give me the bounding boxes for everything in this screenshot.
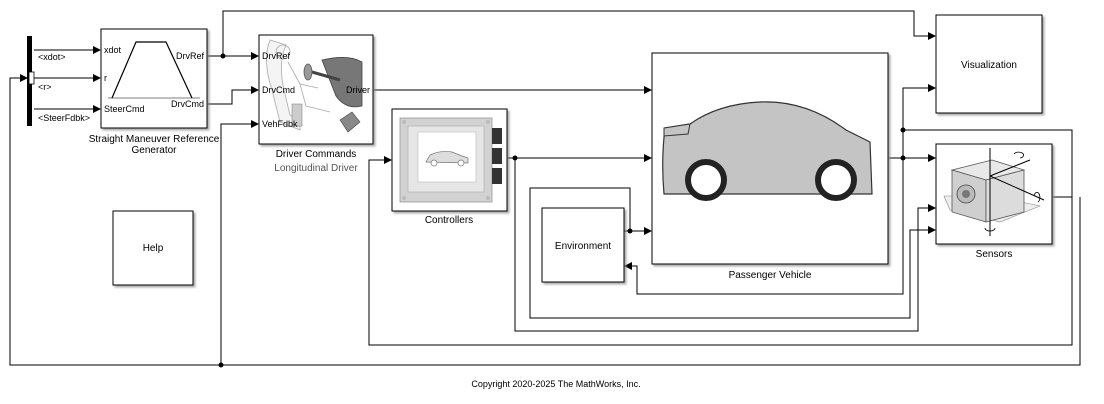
vehicle-title: Passenger Vehicle (729, 270, 812, 281)
sensors-title: Sensors (976, 249, 1013, 260)
driver-in-drvref: DrvRef (262, 51, 291, 61)
help-label: Help (143, 243, 164, 254)
copyright-text: Copyright 2020-2025 The MathWorks, Inc. (471, 379, 640, 389)
line-controllers-to-sensors[interactable] (514, 158, 936, 332)
line-bus-feedback[interactable] (9, 74, 1081, 366)
car-icon (662, 101, 873, 201)
driver-out: Driver (346, 85, 370, 95)
signal-lines (9, 10, 1081, 366)
bus-signal-steerfdbk: <SteerFdbk> (38, 113, 90, 123)
junction-dot (512, 155, 518, 161)
junction-dot (220, 53, 226, 59)
sensor-cube-icon (943, 148, 1045, 236)
line-sensors-to-controllers[interactable] (368, 156, 1073, 346)
junction-dot (900, 127, 906, 133)
junction-dots (218, 53, 906, 368)
driver-subtitle: Longitudinal Driver (274, 163, 358, 174)
visualization-label: Visualization (961, 60, 1017, 71)
driver-in-drvcmd: DrvCmd (262, 85, 295, 95)
driver-block[interactable] (258, 34, 374, 145)
driver-in-vehfdbk: VehFdbk (262, 119, 298, 129)
line-drvcmd[interactable] (208, 86, 259, 105)
ref-out-drvref: DrvRef (176, 51, 205, 61)
bus-selector[interactable] (27, 36, 35, 126)
line-vehicle-to-environment[interactable] (624, 158, 904, 295)
controllers-block[interactable] (391, 108, 508, 212)
junction-dot (900, 155, 906, 161)
reference-generator-block[interactable] (100, 28, 208, 129)
line-vehicle-to-visualization[interactable] (889, 84, 936, 159)
line-drvref-to-visualization[interactable] (222, 10, 936, 56)
ref-title-line1: Straight Maneuver Reference (89, 134, 220, 145)
sensors-block[interactable] (935, 143, 1053, 245)
ref-in-xdot: xdot (104, 45, 122, 55)
help-block[interactable] (112, 210, 194, 286)
environment-block[interactable] (541, 207, 625, 283)
controllers-title: Controllers (425, 215, 473, 226)
driver-title: Driver Commands (276, 149, 357, 160)
environment-label: Environment (555, 241, 611, 252)
line-env-to-sensors[interactable] (529, 187, 936, 319)
driver-seat-icon (266, 39, 363, 133)
ref-title-line2: Generator (131, 145, 177, 156)
ref-in-r: r (104, 73, 107, 83)
visualization-block[interactable] (935, 14, 1043, 114)
bus-signal-r: <r> (38, 82, 52, 92)
ref-in-steercmd: SteerCmd (104, 104, 145, 114)
junction-dot (627, 228, 633, 234)
line-vehfdbk[interactable] (220, 120, 259, 365)
ref-out-drvcmd: DrvCmd (171, 99, 204, 109)
ecu-icon (399, 117, 502, 203)
vehicle-block[interactable] (651, 52, 889, 265)
junction-dot (218, 362, 224, 368)
line-vehicle-feedback-loop[interactable] (903, 129, 1073, 197)
trapezoid-profile-icon (111, 41, 193, 99)
bus-signal-xdot: <xdot> (38, 52, 66, 62)
